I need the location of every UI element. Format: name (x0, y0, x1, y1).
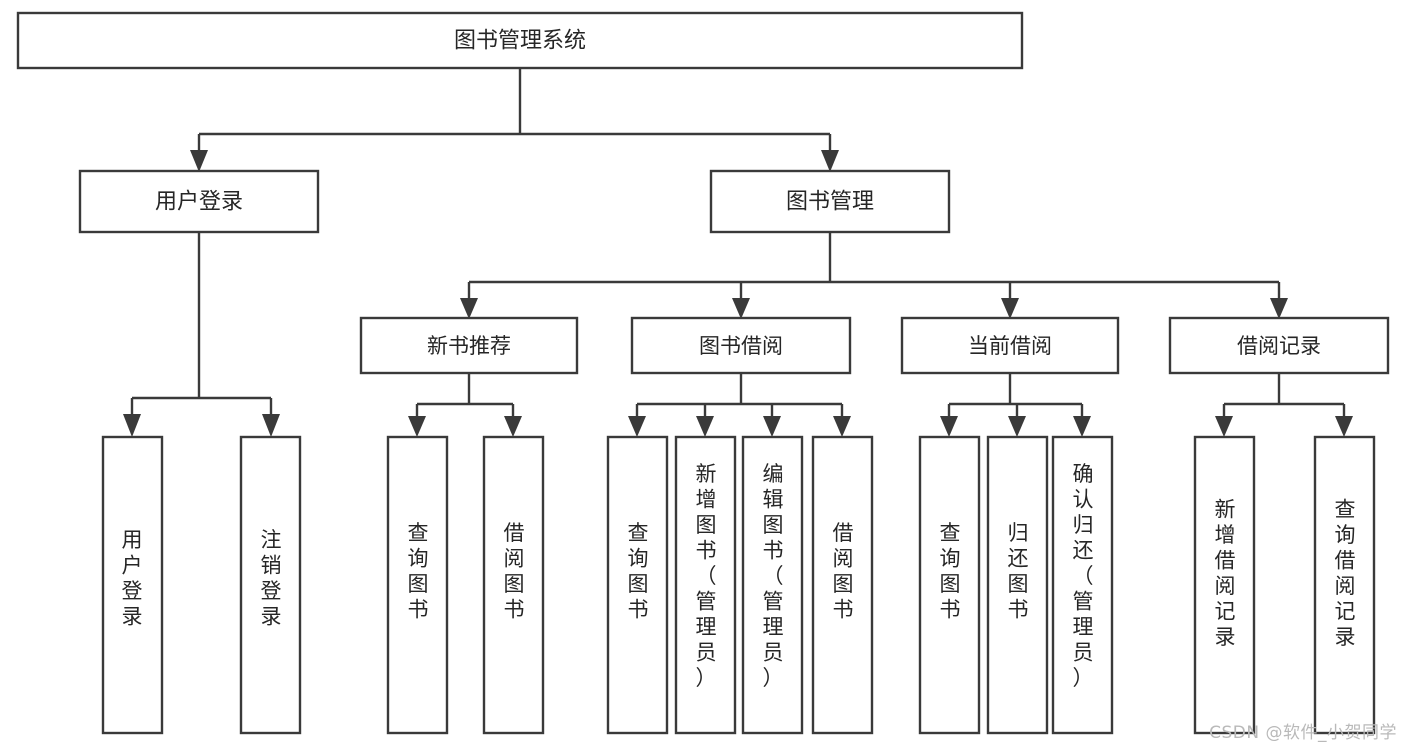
node-book-borrow-label: 图书借阅 (699, 334, 783, 358)
node-new-book-recommend-label: 新书推荐 (427, 334, 511, 358)
node-book-manage-box[interactable] (709, 169, 951, 234)
leaf-query-book-2-box[interactable] (606, 435, 669, 735)
arrow-head-leaf-query-book-1 (408, 416, 426, 437)
leaf-return-book-label: 归还图书 (1008, 521, 1029, 622)
arrow-head-borrow-record (1270, 298, 1288, 319)
leaf-borrow-book-1-label: 借阅图书 (504, 521, 525, 622)
leaf-add-record-box[interactable] (1193, 435, 1256, 735)
node-current-borrow[interactable]: 当前借阅 (900, 316, 1120, 375)
node-book-manage-label: 图书管理 (786, 190, 874, 215)
leaf-query-book-3-box[interactable] (918, 435, 981, 735)
node-borrow-record-label: 借阅记录 (1237, 334, 1321, 358)
arrow-head-user-login (190, 150, 208, 172)
leaf-user-login-label: 用户登录 (122, 528, 143, 629)
leaf-query-record-label: 查询借阅记录 (1335, 497, 1356, 649)
arrow-head-new-book-recommend (460, 298, 478, 319)
leaf-query-book-1-label: 查询图书 (408, 521, 429, 622)
node-user-login-label: 用户登录 (155, 190, 243, 215)
connectors (123, 68, 1353, 437)
arrow-head-leaf-borrow-book-1 (504, 416, 522, 437)
arrow-head-leaf-add-record (1215, 416, 1233, 437)
leaf-query-record-box[interactable] (1313, 435, 1376, 735)
arrow-head-current-borrow (1001, 298, 1019, 319)
leaf-add-book-box[interactable] (674, 435, 737, 735)
arrow-head-leaf-logout-login (262, 414, 280, 437)
node-root-box[interactable] (16, 11, 1024, 70)
arrow-head-leaf-return-book (1008, 416, 1026, 437)
node-current-borrow-label: 当前借阅 (968, 334, 1052, 358)
leaf-labels: 用户登录 注销登录 查询图书 借阅图书 查询图书 新增图书（管理员） 编辑图书（… (122, 462, 1356, 690)
leaf-add-book-label: 新增图书（管理员） (696, 462, 717, 690)
node-borrow-record-box[interactable] (1168, 316, 1390, 375)
node-current-borrow-box[interactable] (900, 316, 1120, 375)
node-book-borrow-box[interactable] (630, 316, 852, 375)
leaf-add-record-label: 新增借阅记录 (1215, 497, 1236, 649)
arrow-head-leaf-add-book (696, 416, 714, 437)
arrow-head-leaf-query-book-2 (628, 416, 646, 437)
arrow-head-leaf-query-book-3 (940, 416, 958, 437)
node-new-book-recommend[interactable]: 新书推荐 (359, 316, 579, 375)
node-root-label: 图书管理系统 (454, 29, 586, 54)
leaf-borrow-book-2-label: 借阅图书 (833, 521, 854, 622)
arrow-head-book-manage (821, 150, 839, 172)
leaf-nodes (101, 435, 1376, 735)
leaf-edit-book-box[interactable] (741, 435, 804, 735)
leaf-confirm-return-label: 确认归还（管理员） (1073, 462, 1094, 690)
node-root[interactable]: 图书管理系统 (16, 11, 1024, 70)
leaf-return-book-box[interactable] (986, 435, 1049, 735)
arrow-head-leaf-confirm-return (1073, 416, 1091, 437)
arrow-head-leaf-query-record (1335, 416, 1353, 437)
node-user-login[interactable]: 用户登录 (78, 169, 320, 234)
arrow-head-leaf-edit-book (763, 416, 781, 437)
leaf-user-login-box[interactable] (101, 435, 164, 735)
leaf-query-book-3-label: 查询图书 (940, 521, 961, 622)
leaf-query-book-2-label: 查询图书 (628, 521, 649, 622)
node-book-borrow[interactable]: 图书借阅 (630, 316, 852, 375)
arrow-head-leaf-borrow-book-2 (833, 416, 851, 437)
arrow-head-book-borrow (732, 298, 750, 319)
leaf-borrow-book-2-box[interactable] (811, 435, 874, 735)
leaf-confirm-return-box[interactable] (1051, 435, 1114, 735)
leaf-logout-login-label: 注销登录 (261, 528, 282, 629)
node-user-login-box[interactable] (78, 169, 320, 234)
leaf-query-book-1-box[interactable] (386, 435, 449, 735)
node-new-book-recommend-box[interactable] (359, 316, 579, 375)
arrow-head-leaf-user-login (123, 414, 141, 437)
node-book-manage[interactable]: 图书管理 (709, 169, 951, 234)
node-borrow-record[interactable]: 借阅记录 (1168, 316, 1390, 375)
leaf-borrow-book-1-box[interactable] (482, 435, 545, 735)
leaf-logout-login-box[interactable] (239, 435, 302, 735)
leaf-edit-book-label: 编辑图书（管理员） (763, 462, 784, 690)
